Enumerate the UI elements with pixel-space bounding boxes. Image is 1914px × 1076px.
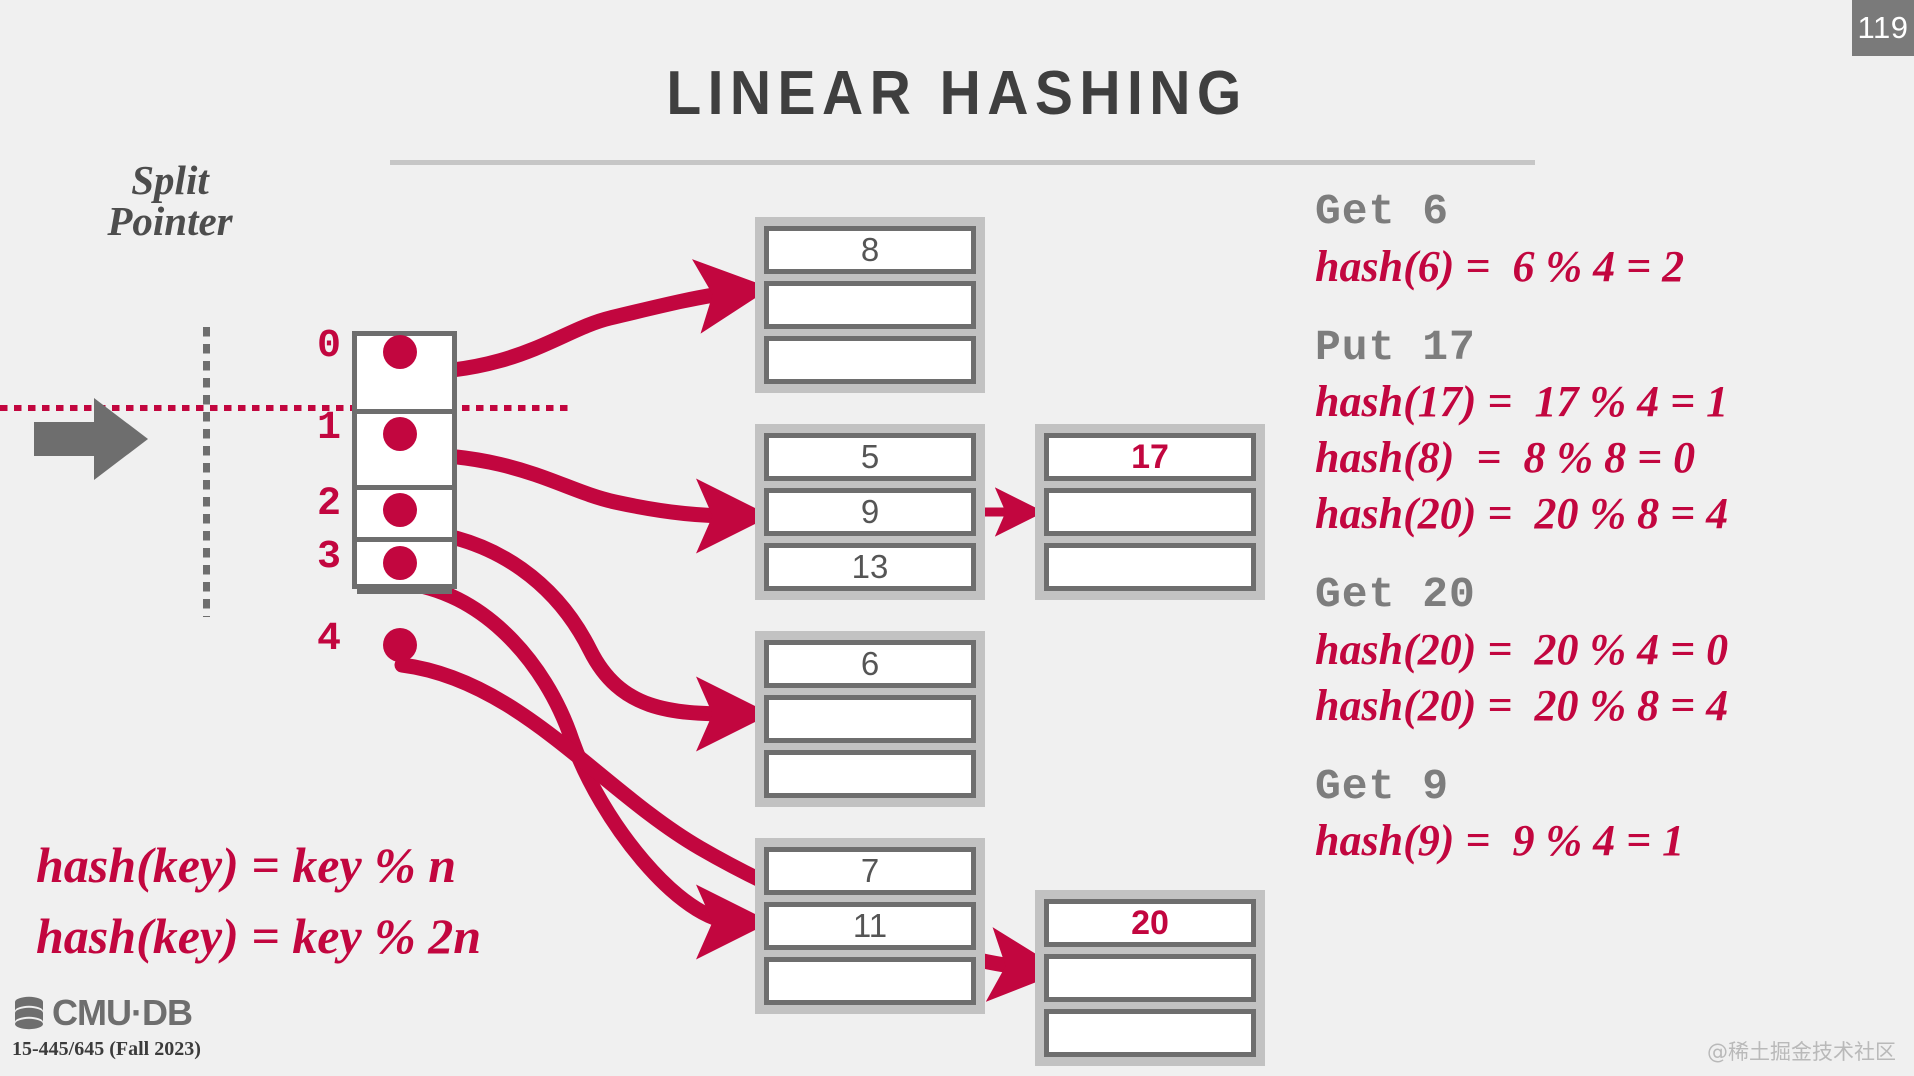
- database-icon: [15, 996, 43, 1030]
- split-pointer-label: Split Pointer: [55, 160, 285, 242]
- page-number-badge: 119: [1852, 0, 1914, 56]
- operation-hash-line-1-0: hash(17) = 17 % 4 = 1: [1315, 377, 1729, 427]
- directory-index-4: 4: [316, 617, 341, 662]
- operation-title-3: Get 9: [1315, 761, 1450, 811]
- bucket-1-slot-0: 5: [764, 433, 976, 481]
- overflow-bucket-17-slot-2: [1044, 543, 1256, 591]
- hash-formula-0: hash(key) = key % n: [36, 837, 457, 893]
- hash-formula-1: hash(key) = key % 2n: [36, 908, 482, 964]
- directory-separator: [357, 537, 452, 542]
- overflow-bucket-17-slot-1: [1044, 488, 1256, 536]
- operation-hash-line-2-1: hash(20) = 20 % 8 = 4: [1315, 680, 1729, 730]
- operation-group-0: Get 6 hash(6) = 6 % 4 = 2: [1315, 185, 1914, 295]
- directory-separator: [357, 589, 452, 594]
- bucket-2-slot-2: [764, 750, 976, 798]
- operation-hash-line-3-0: hash(9) = 9 % 4 = 1: [1315, 816, 1685, 866]
- cmu-db-logo: CMU·DB: [12, 992, 201, 1034]
- overflow-bucket-20-slot-0: 20: [1044, 899, 1256, 947]
- operation-title-1: Put 17: [1315, 322, 1476, 372]
- bucket-2-slot-1: [764, 695, 976, 743]
- operation-hash-line-2-0: hash(20) = 20 % 4 = 0: [1315, 624, 1729, 674]
- overflow-bucket-17-slot-0: 17: [1044, 433, 1256, 481]
- operation-group-2: Get 20 hash(20) = 20 % 4 = 0 hash(20) = 20…: [1315, 568, 1914, 734]
- bucket-0-slot-2: [764, 336, 976, 384]
- directory-pointer-dot-2[interactable]: [383, 493, 417, 527]
- directory-pointer-dot-1[interactable]: [383, 417, 417, 451]
- operation-title-2: Get 20: [1315, 570, 1476, 619]
- directory-index-0: 0: [316, 324, 341, 369]
- operation-hash-line-0-0: hash(6) = 6 % 4 = 2: [1315, 241, 1685, 291]
- split-pointer-label-line1: Split: [131, 157, 209, 203]
- overflow-bucket-20: 20: [1035, 890, 1265, 1066]
- hash-formulas: hash(key) = key % n hash(key) = key % 2n: [36, 830, 481, 972]
- directory-index-3: 3: [316, 535, 341, 580]
- bucket-2: 6: [755, 631, 985, 807]
- bucket-3-slot-1: 11: [764, 902, 976, 950]
- overflow-bucket-20-slot-1: [1044, 954, 1256, 1002]
- bucket-0: 8: [755, 217, 985, 393]
- bucket-1: 5 9 13: [755, 424, 985, 600]
- operation-title-0: Get 6: [1315, 187, 1450, 236]
- bucket-1-slot-2: 13: [764, 543, 976, 591]
- operation-hash-line-1-2: hash(20) = 20 % 8 = 4: [1315, 489, 1729, 539]
- bucket-0-slot-0: 8: [764, 226, 976, 274]
- directory-pointer-dot-4[interactable]: [383, 628, 417, 662]
- directory-pointer-dot-0[interactable]: [383, 335, 417, 369]
- directory-separator: [357, 409, 452, 414]
- bucket-3-slot-0: 7: [764, 847, 976, 895]
- directory-index-2: 2: [316, 482, 341, 527]
- operation-hash-line-1-1: hash(8) = 8 % 8 = 0: [1315, 433, 1696, 483]
- split-pointer-label-line2: Pointer: [107, 198, 233, 244]
- directory-index-1: 1: [316, 406, 341, 451]
- split-pointer-dashed-line: [203, 327, 210, 617]
- overflow-bucket-20-slot-2: [1044, 1009, 1256, 1057]
- split-pointer-arrow-icon: [32, 396, 150, 487]
- directory-pointer-dot-3[interactable]: [383, 546, 417, 580]
- footer: CMU·DB 15-445/645 (Fall 2023): [12, 992, 201, 1061]
- logo-text: CMU·DB: [52, 992, 193, 1033]
- watermark: @稀土掘金技术社区: [1707, 1040, 1896, 1064]
- title-divider: [390, 160, 1535, 165]
- bucket-0-slot-1: [764, 281, 976, 329]
- overflow-bucket-17: 17: [1035, 424, 1265, 600]
- split-pointer-dotted-line: [0, 405, 568, 411]
- bucket-2-slot-0: 6: [764, 640, 976, 688]
- bucket-1-slot-1: 9: [764, 488, 976, 536]
- bucket-3-slot-2: [764, 957, 976, 1005]
- page-title: LINEAR HASHING: [666, 59, 1248, 128]
- directory-separator: [357, 485, 452, 490]
- course-label: 15-445/645 (Fall 2023): [12, 1038, 201, 1060]
